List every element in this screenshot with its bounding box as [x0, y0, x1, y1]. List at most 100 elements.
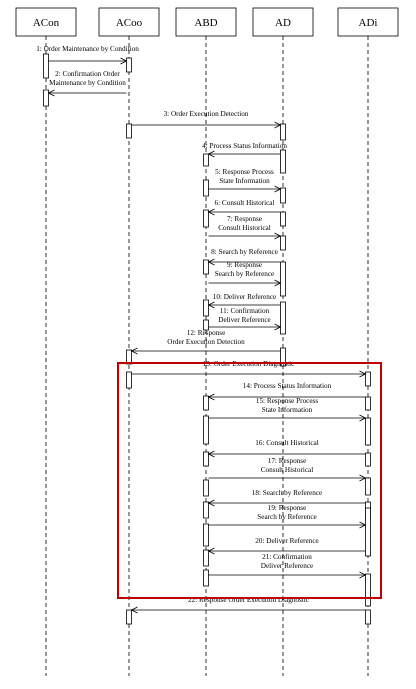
message-label-20: 20: Deliver Reference	[255, 537, 318, 545]
activation-bar-ad	[280, 235, 286, 251]
actor-label-ad: AD	[275, 17, 291, 29]
message-arrowhead-4	[207, 150, 215, 158]
message-arrowhead-3	[274, 121, 282, 129]
activation-bar-abd	[203, 479, 209, 497]
message-arrowhead-8	[207, 258, 215, 266]
message-label-17: Consult Historical	[261, 466, 314, 474]
activation-bar-acoo	[126, 349, 132, 365]
message-label-15: 15: Response Process	[256, 397, 318, 405]
actor-label-abd: ABD	[194, 17, 217, 29]
activation-bar-ad	[280, 149, 286, 174]
activation-bar-abd	[203, 523, 209, 547]
message-label-12: Order Execution Detection	[167, 338, 245, 346]
activation-bar-adi	[365, 609, 371, 625]
message-arrowhead-1	[120, 57, 128, 65]
message-label-11: 11: Confirmation	[220, 307, 270, 315]
activation-bar-adi	[365, 573, 371, 607]
message-label-16: 16: Consult Historical	[255, 439, 319, 447]
activation-bar-abd	[203, 209, 209, 228]
message-arrowhead-11	[274, 323, 282, 331]
activation-bar-adi	[365, 396, 371, 411]
activation-bar-acoo	[126, 57, 132, 73]
message-label-4: 4: Process Status Information	[202, 142, 287, 150]
actor-box-abd	[175, 7, 237, 37]
message-label-7: Consult Historical	[218, 224, 271, 232]
activation-bar-abd	[203, 319, 209, 331]
message-label-9: 9: Response	[227, 261, 262, 269]
message-label-9: Search by Reference	[215, 270, 274, 278]
message-label-21: 21: Confirmation	[262, 553, 312, 561]
message-arrowhead-13	[359, 370, 367, 378]
message-arrowhead-21	[359, 571, 367, 579]
message-label-14: 14: Process Status Information	[243, 382, 332, 390]
actor-label-acon: ACon	[33, 17, 60, 29]
message-arrowhead-7	[274, 232, 282, 240]
activation-bar-abd	[203, 549, 209, 567]
activation-bar-abd	[203, 501, 209, 519]
activation-bar-abd	[203, 395, 209, 411]
activation-bar-ad	[280, 187, 286, 204]
message-label-8: 8: Search by Reference	[211, 248, 278, 256]
message-arrowhead-18	[207, 499, 215, 507]
message-label-19: Search by Reference	[257, 513, 316, 521]
activation-bar-ad	[280, 347, 286, 367]
message-label-11: Deliver Reference	[218, 316, 270, 324]
message-arrowhead-17	[359, 474, 367, 482]
message-label-10: 10: Deliver Reference	[213, 293, 276, 301]
activation-bar-abd	[203, 569, 209, 587]
actor-box-acoo	[98, 7, 160, 37]
message-arrowhead-5	[274, 185, 282, 193]
message-arrowhead-22	[130, 606, 138, 614]
activation-bar-acoo	[126, 609, 132, 625]
activation-bar-ad	[280, 123, 286, 141]
activation-bar-abd	[203, 179, 209, 197]
message-label-15: State Information	[262, 406, 313, 414]
actor-box-ad	[252, 7, 314, 37]
activation-bar-adi	[365, 477, 371, 496]
activation-bar-ad	[280, 211, 286, 227]
message-label-2: Maintenance by Condition	[49, 79, 126, 87]
activation-bar-ad	[280, 301, 286, 335]
activation-bar-abd	[203, 451, 209, 467]
activation-bar-acon	[43, 53, 49, 79]
message-arrowhead-10	[207, 301, 215, 309]
activation-bar-adi	[365, 507, 371, 557]
activation-bar-acoo	[126, 371, 132, 389]
highlight-frame	[117, 362, 382, 599]
message-label-19: 19: Response	[268, 504, 307, 512]
activation-bar-ad	[280, 261, 286, 297]
message-label-5: 5: Response Process	[215, 168, 274, 176]
activation-bar-adi	[365, 371, 371, 387]
message-label-5: State Information	[219, 177, 270, 185]
message-label-1: 1: Order Maintenance by Condition	[36, 45, 139, 53]
message-arrowhead-14	[207, 393, 215, 401]
activation-bar-abd	[203, 299, 209, 317]
message-label-21: Deliver Reference	[261, 562, 313, 570]
activation-bar-abd	[203, 153, 209, 167]
actor-label-adi: ADi	[359, 17, 378, 29]
activation-bar-abd	[203, 259, 209, 275]
message-label-22: 22: Response Order Execution Diagnostic	[188, 596, 309, 604]
message-arrowhead-20	[207, 547, 215, 555]
message-label-6: 6: Consult Historical	[215, 199, 275, 207]
message-label-2: 2: Confirmation Order	[55, 70, 120, 78]
message-arrowhead-2	[47, 89, 55, 97]
message-label-12: 12: Response	[187, 329, 226, 337]
actor-box-acon	[15, 7, 77, 37]
message-label-3: 3: Order Execution Detection	[164, 110, 249, 118]
message-arrowhead-19	[359, 521, 367, 529]
actor-box-adi	[337, 7, 399, 37]
message-label-17: 17: Response	[268, 457, 307, 465]
message-arrowhead-12	[130, 347, 138, 355]
activation-bar-acoo	[126, 123, 132, 139]
message-label-18: 18: Search by Reference	[252, 489, 322, 497]
message-label-7: 7: Response	[227, 215, 262, 223]
activation-bar-abd	[203, 415, 209, 445]
message-arrowhead-16	[207, 450, 215, 458]
message-arrowhead-15	[359, 414, 367, 422]
activation-bar-adi	[365, 452, 371, 467]
actor-label-acoo: ACoo	[116, 17, 143, 29]
message-arrowhead-9	[274, 279, 282, 287]
